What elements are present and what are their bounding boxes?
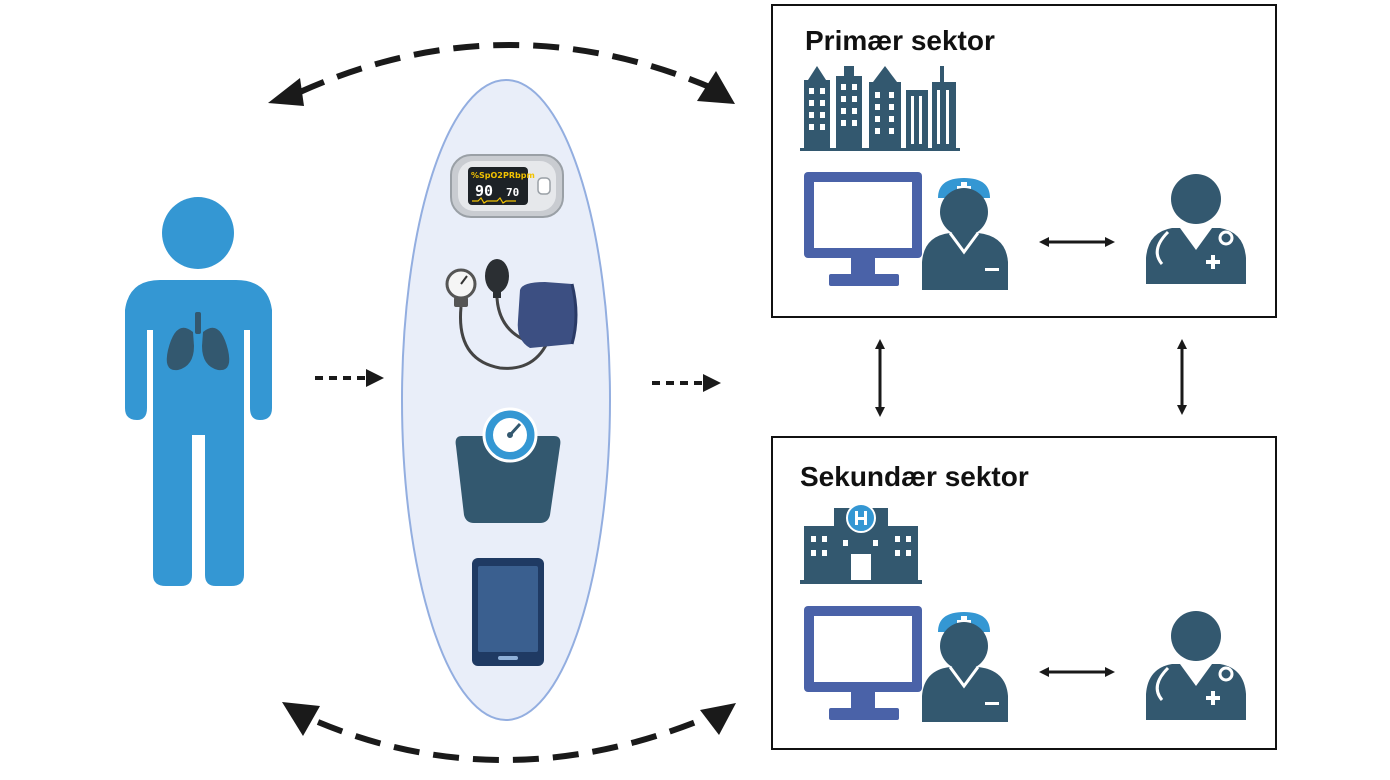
computer-monitor-icon (804, 606, 922, 720)
devices-to-sectors-arrow (652, 374, 721, 392)
patient-to-devices-arrow (315, 369, 384, 387)
nurse-icon (922, 178, 1008, 290)
top-curved-dashed-arrow (268, 42, 735, 106)
pr-value: 70 (506, 186, 519, 199)
primary-sector-title: Primær sektor (805, 25, 995, 56)
tablet-icon (472, 558, 544, 666)
arrowhead-right (697, 71, 735, 104)
primary-sector-box: Primær sektor (771, 4, 1277, 318)
secondary-sector-title: Sekundær sektor (800, 461, 1029, 492)
computer-monitor-icon (804, 172, 922, 286)
doctor-icon (1146, 174, 1246, 284)
arrowhead-left (282, 702, 320, 736)
arrowhead-right (700, 703, 736, 735)
lungs-icon (166, 312, 230, 371)
doctor-icon (1146, 611, 1246, 720)
spo2-value: 90 (475, 182, 493, 200)
devices-ellipse (401, 79, 611, 721)
person-lungs-icon (125, 197, 272, 586)
pulse-oximeter-icon: %SpO2 PRbpm 90 70 (450, 154, 564, 218)
blood-pressure-cuff-icon (445, 259, 578, 370)
bottom-curved-dashed-arrow (282, 702, 736, 764)
nurse-icon (922, 612, 1008, 722)
arrowhead-left (268, 78, 304, 106)
secondary-sector-box: Sekundær sektor (771, 436, 1277, 750)
pr-label: PRbpm (503, 171, 535, 180)
hospital-building-icon (800, 503, 922, 584)
weighing-scale-icon (455, 407, 561, 523)
city-buildings-icon (800, 66, 960, 151)
spo2-label: %SpO2 (471, 171, 503, 180)
